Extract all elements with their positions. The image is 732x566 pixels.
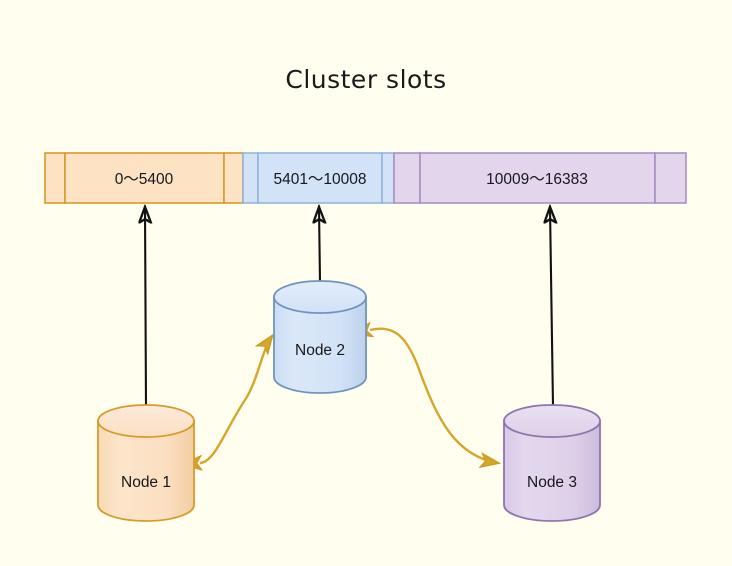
node-2-body[interactable]	[273, 296, 367, 394]
slot-segment-group-blue[interactable]: 5401～10008	[242, 152, 395, 204]
page-title: Cluster slots	[285, 65, 446, 94]
node1-node2-link	[200, 336, 272, 463]
node-2-top-cap[interactable]	[273, 280, 367, 314]
node-1-top-cap[interactable]	[97, 404, 195, 438]
node3-to-slot-arrow	[550, 208, 553, 407]
node-replication-links	[200, 329, 498, 463]
slot-cell-node1[interactable]	[64, 152, 225, 204]
slot-cell-purple-head[interactable]	[393, 152, 421, 204]
slot-cell-node3[interactable]	[419, 152, 656, 204]
node1-to-slot-arrow	[145, 208, 146, 407]
slot-segment-group-purple[interactable]: 10009～16383	[393, 152, 687, 204]
slot-ownership-arrows	[145, 208, 553, 407]
cluster-slots-bar: 0～5400 5401～10008 10009～16383	[44, 152, 687, 204]
node-3[interactable]: Node 3	[503, 404, 601, 522]
slot-segment-group-orange[interactable]: 0～5400	[44, 152, 244, 204]
slot-cell-blue-head[interactable]	[242, 152, 259, 204]
slot-label-node3: 10009～16383	[486, 171, 588, 188]
node-3-label: Node 3	[527, 474, 577, 491]
slot-label-node1: 0～5400	[115, 171, 174, 188]
slot-cell-node2[interactable]	[257, 152, 383, 204]
slot-cell-purple-tail[interactable]	[654, 152, 687, 204]
node2-to-slot-arrow	[319, 208, 320, 283]
slot-label-node2: 5401～10008	[273, 171, 366, 188]
node-1-body[interactable]	[97, 420, 195, 522]
node-3-top-cap[interactable]	[503, 404, 601, 438]
node-2-label: Node 2	[295, 342, 345, 359]
slot-cell-orange-tail[interactable]	[223, 152, 244, 204]
slot-cell-pad-left[interactable]	[44, 152, 66, 204]
node2-node3-link	[370, 329, 498, 463]
node-1-label: Node 1	[121, 474, 171, 491]
node-3-body[interactable]	[503, 420, 601, 522]
node-2[interactable]: Node 2	[273, 280, 367, 394]
node-1[interactable]: Node 1	[97, 404, 195, 522]
slot-cell-blue-tail[interactable]	[381, 152, 395, 204]
